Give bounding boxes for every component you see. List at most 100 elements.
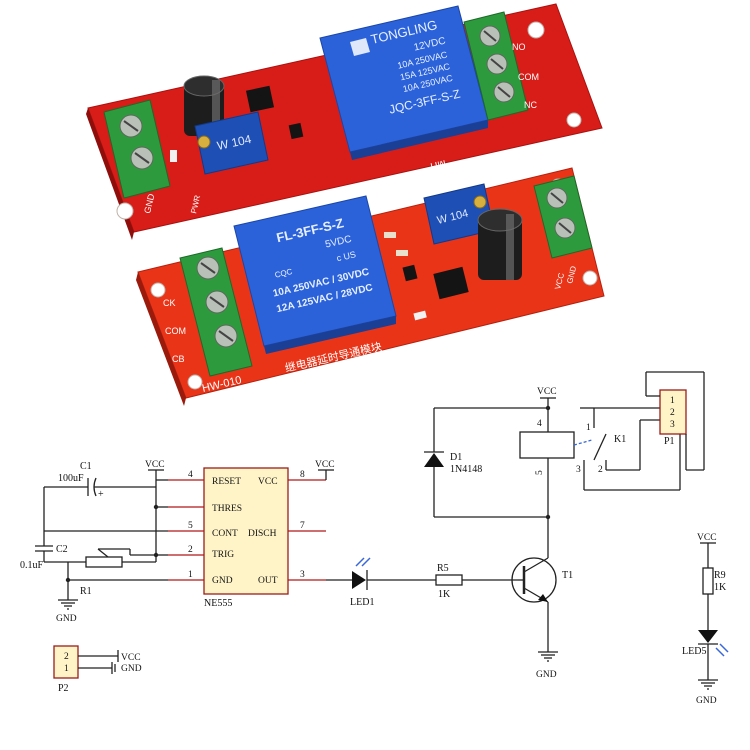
top-led — [170, 150, 177, 162]
top-potentiometer: W 104 — [194, 111, 269, 175]
vcc-symbol-relay: VCC — [537, 387, 557, 408]
ic-pin-label-out: OUT — [258, 576, 278, 586]
resistor-r9: R9 1K — [702, 567, 727, 595]
top-transistor — [288, 122, 304, 140]
bottom-relay-board: CK COM CB FL-3FF-S-Z 5VDC CQC c US 10A 2… — [136, 167, 605, 406]
top-terminal-block-left — [103, 99, 171, 199]
p1-pin-3: 3 — [670, 420, 675, 430]
p2-net-vcc: VCC — [121, 653, 141, 663]
capacitor-c1: C1 100uF + — [44, 461, 156, 500]
p1-ref: P1 — [664, 436, 675, 447]
k1-pin-5: 5 — [535, 470, 545, 475]
transistor-t1: T1 — [511, 557, 573, 603]
c2-value: 0.1uF — [20, 560, 44, 571]
connector-p1: 1 2 3 P1 — [659, 389, 687, 447]
ic-pin-num-3: 3 — [300, 570, 305, 580]
bottom-relay-cqc: CQC — [274, 267, 294, 280]
bottom-silk-com: COM — [165, 326, 186, 336]
top-silk-pwr: PWR — [189, 194, 202, 214]
ic-pin-label-cont: CONT — [212, 529, 238, 539]
p2-ref: P2 — [58, 683, 69, 694]
potentiometer-r1: R1 — [68, 548, 156, 597]
top-ic-chip — [245, 85, 275, 113]
top-silk-gnd: GND — [142, 192, 156, 214]
vcc-label-r9: VCC — [697, 533, 717, 543]
p1-pin-1: 1 — [670, 396, 675, 406]
r9-value: 1K — [714, 582, 727, 593]
diode-d1: D1 1N4148 — [424, 451, 482, 475]
ic-pin-num-8: 8 — [300, 470, 305, 480]
bottom-blue-relay: FL-3FF-S-Z 5VDC CQC c US 10A 250VAC / 30… — [233, 195, 397, 354]
vcc-symbol-r9: VCC — [697, 533, 717, 553]
k1-ref: K1 — [614, 434, 626, 445]
p2-pin-2: 2 — [64, 652, 69, 662]
gnd-label-t1: GND — [536, 670, 557, 680]
c1-plus-sign: + — [98, 489, 104, 500]
bottom-terminal-block-left — [179, 247, 253, 377]
bottom-silk-gnd: GND — [565, 265, 578, 285]
ic-pin-label-disch: DISCH — [248, 529, 277, 539]
gnd-symbol-led5: GND — [696, 679, 718, 706]
bottom-electrolytic-capacitor — [477, 208, 523, 280]
r5-value: 1K — [438, 589, 451, 600]
ic-pin-num-2: 2 — [188, 545, 193, 555]
top-terminal-block-right — [463, 11, 529, 121]
ic-pin-label-vcc: VCC — [258, 477, 278, 487]
c1-value: 100uF — [58, 473, 84, 484]
ic-pin-label-reset: RESET — [212, 477, 241, 487]
r1-ref: R1 — [80, 586, 92, 597]
ic-pin-label-thres: THRES — [212, 504, 242, 514]
r9-ref: R9 — [714, 570, 726, 581]
ic-pin-label-gnd: GND — [212, 576, 233, 586]
top-silk-com: COM — [518, 72, 539, 82]
bottom-relay-cus: c US — [336, 249, 357, 263]
top-blue-relay: TONGLING 12VDC 10A 250VAC 15A 125VAC 10A… — [319, 5, 489, 160]
bottom-smd-1 — [384, 232, 396, 238]
led-led1: LED1 — [326, 557, 374, 608]
t1-ref: T1 — [562, 570, 573, 581]
k1-pin-4: 4 — [537, 419, 542, 429]
ic-pin-num-4: 4 — [188, 470, 193, 480]
c1-ref: C1 — [80, 461, 92, 472]
k1-pin-3: 3 — [576, 465, 581, 475]
r5-ref: R5 — [437, 563, 449, 574]
capacitor-c2: C2 0.1uF — [20, 531, 68, 571]
led1-ref: LED1 — [350, 597, 374, 608]
bottom-ic-chip — [433, 266, 469, 300]
led5-ref: LED5 — [682, 646, 706, 657]
bottom-silk-vcc: VCC — [553, 272, 566, 291]
ic-pin-label-trig: TRIG — [212, 550, 234, 560]
vcc-label-pin8: VCC — [315, 460, 335, 470]
p2-net-gnd: GND — [121, 664, 142, 674]
bottom-terminal-block-right — [533, 175, 593, 259]
bottom-transistor — [402, 264, 418, 282]
vcc-label-reset: VCC — [145, 460, 165, 470]
p1-pin-2: 2 — [670, 408, 675, 418]
led-led5: LED5 — [682, 630, 729, 657]
top-silk-mh: MH — [429, 157, 447, 171]
bottom-led — [413, 310, 427, 321]
ic-pin-num-7: 7 — [300, 521, 305, 531]
ic-pin-num-1: 1 — [188, 570, 193, 580]
top-relay-board: GND PWR W 104 TONGLING 12VDC 10A 250VAC — [86, 3, 603, 240]
k1-pin-2: 2 — [598, 465, 603, 475]
d1-value: 1N4148 — [450, 464, 482, 475]
relay-k1: 4 5 1 2 3 K1 — [519, 407, 626, 517]
gnd-label-ic: GND — [56, 614, 77, 624]
bottom-potentiometer: W 104 — [423, 183, 495, 245]
vcc-symbol-reset: VCC — [145, 460, 165, 480]
ic-name: NE555 — [204, 598, 232, 609]
vcc-symbol-pin8: VCC — [315, 460, 335, 480]
k1-pin-1: 1 — [586, 423, 591, 433]
gnd-symbol-t1: GND — [536, 651, 558, 680]
p2-pin-1: 1 — [64, 664, 69, 674]
ic-pin-num-5: 5 — [188, 521, 193, 531]
top-silk-no: NO — [512, 42, 526, 52]
ne555-ic: RESET THRES CONT TRIG GND VCC DISCH OUT … — [203, 467, 289, 609]
d1-ref: D1 — [450, 452, 462, 463]
schematic: RESET THRES CONT TRIG GND VCC DISCH OUT … — [20, 371, 729, 706]
vcc-label-relay: VCC — [537, 387, 557, 397]
gnd-symbol-ic: GND — [56, 599, 78, 624]
c2-ref: C2 — [56, 544, 68, 555]
